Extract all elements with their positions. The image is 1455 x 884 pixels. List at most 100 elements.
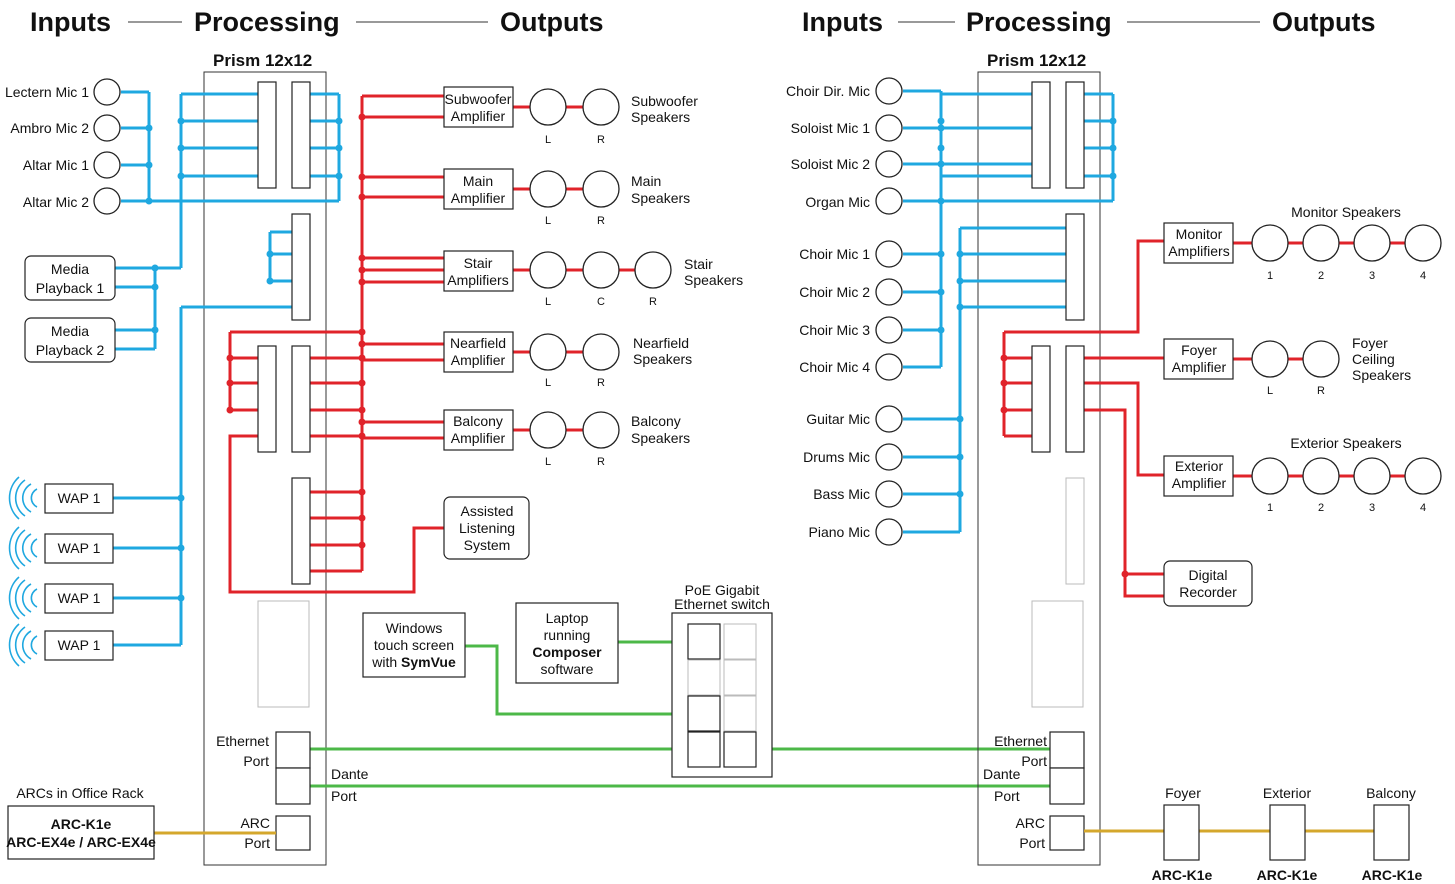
left-output-junctions	[226, 113, 366, 549]
svg-text:Soloist Mic 1: Soloist Mic 1	[791, 120, 871, 136]
mic-label: Ambro Mic 2	[10, 120, 89, 136]
svg-text:Amplifiers: Amplifiers	[447, 272, 508, 288]
svg-text:Ceiling: Ceiling	[1352, 351, 1395, 367]
right-output-wires	[1002, 239, 1164, 598]
mic-icon	[93, 187, 121, 215]
svg-text:Playback 1: Playback 1	[36, 280, 105, 296]
svg-text:Playback 2: Playback 2	[36, 342, 105, 358]
processor-title-left: Prism 12x12	[213, 51, 312, 70]
svg-text:Amplifiers: Amplifiers	[1168, 243, 1229, 259]
svg-text:Speakers: Speakers	[684, 272, 743, 288]
wap-item: WAP 1	[8, 526, 114, 570]
svg-text:Nearfield: Nearfield	[450, 335, 506, 351]
arc-keypad	[1269, 804, 1306, 861]
wifi-icon	[8, 623, 38, 667]
svg-text:Choir Mic 4: Choir Mic 4	[799, 359, 870, 375]
header-processing-right: Processing	[966, 7, 1112, 37]
speaker-icon	[582, 88, 620, 126]
svg-text:R: R	[597, 377, 605, 389]
svg-text:L: L	[545, 377, 551, 389]
speaker-icon	[529, 333, 567, 371]
speaker-icon	[582, 333, 620, 371]
speaker-icon	[582, 170, 620, 208]
arc-port-right: ARC Port	[1015, 815, 1085, 851]
svg-text:ARC-K1e: ARC-K1e	[1362, 867, 1423, 883]
processor-rack-left	[203, 71, 327, 866]
svg-text:with SymVue: with SymVue	[371, 654, 456, 670]
right-speaker-wires	[1233, 241, 1405, 478]
right-processor-cards	[1031, 81, 1085, 708]
svg-text:Bass Mic: Bass Mic	[813, 486, 870, 502]
svg-text:Assisted: Assisted	[461, 503, 514, 519]
amp-nearfield: Nearfield Amplifier L R Nearfield Speake…	[443, 331, 692, 389]
wap-item: WAP 1	[8, 623, 114, 667]
svg-text:Speakers: Speakers	[1352, 367, 1411, 383]
svg-text:ARC-K1e: ARC-K1e	[1257, 867, 1318, 883]
mic-icon	[93, 114, 121, 142]
svg-text:Ethernet switch: Ethernet switch	[674, 596, 770, 612]
svg-text:Foyer: Foyer	[1352, 335, 1388, 351]
mic-icon	[875, 518, 903, 546]
svg-text:2: 2	[1318, 502, 1324, 514]
svg-text:PoE Gigabit: PoE Gigabit	[685, 582, 760, 598]
svg-text:R: R	[597, 456, 605, 468]
header-inputs-left: Inputs	[30, 7, 111, 37]
wap-group: WAP 1 WAP 1 WAP 1	[8, 476, 114, 667]
amp-foyer: Foyer Amplifier L R Foyer Ceiling Speake…	[1163, 335, 1411, 397]
svg-text:ARC: ARC	[1015, 815, 1045, 831]
speaker-icon	[529, 170, 567, 208]
processor-title-right: Prism 12x12	[987, 51, 1086, 70]
svg-text:Exterior: Exterior	[1263, 785, 1312, 801]
dante-port-right: Dante Port	[983, 766, 1085, 805]
wap-item: WAP 1	[8, 576, 114, 620]
svg-text:Port: Port	[1021, 753, 1047, 769]
amp-balcony: Balcony Amplifier L R Balcony Speakers	[443, 409, 690, 468]
speaker-icon	[1302, 340, 1340, 378]
svg-text:Port: Port	[1019, 835, 1045, 851]
svg-text:Ethernet: Ethernet	[994, 733, 1047, 749]
svg-text:L: L	[545, 456, 551, 468]
windows-touch-screen: Windows touch screen with SymVue	[362, 612, 466, 678]
svg-text:Amplifier: Amplifier	[1172, 359, 1227, 375]
svg-text:Port: Port	[994, 788, 1020, 804]
mic-icon	[875, 443, 903, 471]
svg-text:Media: Media	[51, 323, 89, 339]
svg-text:Piano Mic: Piano Mic	[809, 524, 870, 540]
mic-icon	[875, 353, 903, 381]
svg-text:R: R	[597, 134, 605, 146]
svg-text:Foyer: Foyer	[1181, 342, 1217, 358]
svg-text:1: 1	[1267, 502, 1273, 514]
ethernet-port-left: Ethernet Port	[216, 731, 311, 769]
svg-text:Choir Mic 1: Choir Mic 1	[799, 246, 870, 262]
speaker-icon	[1404, 457, 1442, 495]
svg-text:L: L	[1267, 385, 1273, 397]
mic-label: Lectern Mic 1	[5, 84, 89, 100]
amp-stair: Stair Amplifiers L C R Stair Speakers	[443, 250, 743, 308]
svg-text:ARC-K1e: ARC-K1e	[1152, 867, 1213, 883]
svg-text:ARCs in Office Rack: ARCs in Office Rack	[16, 785, 144, 801]
svg-text:R: R	[1317, 385, 1325, 397]
svg-text:Choir Mic 3: Choir Mic 3	[799, 322, 870, 338]
left-input-junctions	[145, 117, 343, 602]
speaker-icon	[582, 411, 620, 449]
svg-text:Amplifier: Amplifier	[451, 352, 506, 368]
laptop-composer: Laptop running Composer software	[515, 602, 619, 684]
svg-text:Speakers: Speakers	[631, 109, 690, 125]
mic-icon	[875, 187, 903, 215]
wifi-icon	[8, 526, 38, 570]
amp-monitor: Monitor Amplifiers Monitor Speakers 1 2 …	[1163, 204, 1442, 282]
arc-chain-right: Foyer Exterior Balcony ARC-K1e ARC-K1e A…	[1084, 785, 1423, 883]
svg-text:Subwoofer: Subwoofer	[445, 91, 512, 107]
speaker-icon	[529, 88, 567, 126]
svg-text:2: 2	[1318, 270, 1324, 282]
svg-text:software: software	[541, 661, 594, 677]
speaker-icon	[529, 251, 567, 289]
wifi-icon	[8, 576, 38, 620]
mic-icon	[875, 150, 903, 178]
left-output-wires	[228, 94, 444, 594]
mic-icon	[93, 151, 121, 179]
speaker-icon	[1353, 224, 1391, 262]
svg-text:C: C	[597, 296, 605, 308]
speaker-icon	[1251, 224, 1289, 262]
